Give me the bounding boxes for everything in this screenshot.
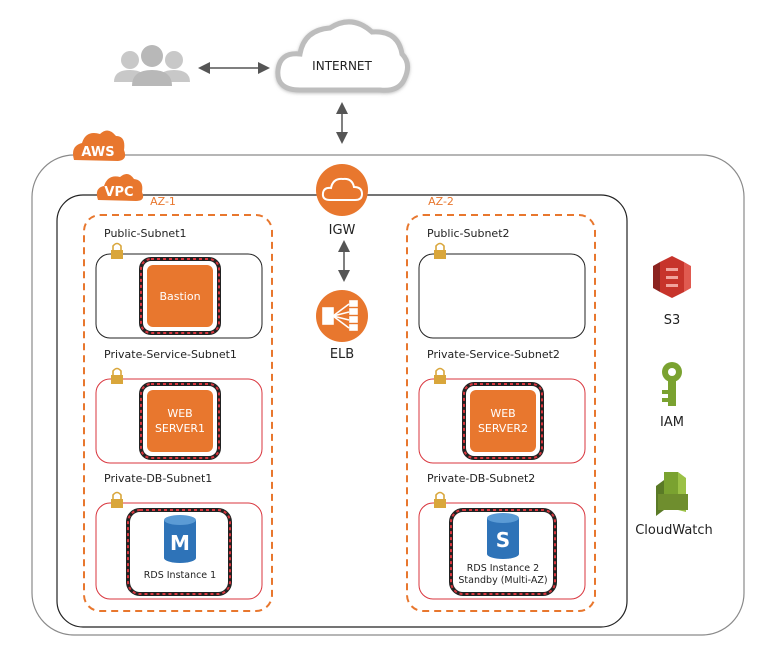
- web-server2-line1: WEB: [490, 407, 515, 420]
- az2-public-subnet: [418, 253, 586, 339]
- lock-icon: [111, 367, 123, 384]
- s3-icon: [653, 256, 691, 298]
- lock-icon: [111, 491, 123, 508]
- az1-public-subnet-label: Public-Subnet1: [104, 227, 187, 240]
- elb-label: ELB: [330, 347, 354, 362]
- az2-public-subnet-label: Public-Subnet2: [427, 227, 510, 240]
- aws-label: AWS: [81, 145, 114, 160]
- az1-service-subnet: [95, 378, 263, 464]
- az1-label: AZ-1: [150, 195, 176, 208]
- users-icon: [114, 45, 190, 86]
- az2-service-subnet-label: Private-Service-Subnet2: [427, 348, 560, 361]
- az1-public-subnet: [95, 253, 263, 339]
- web-server1-line2: SERVER1: [155, 422, 205, 435]
- rds-standby-icon: S: [487, 513, 519, 559]
- cloudwatch-icon: [656, 472, 688, 516]
- rds-instance2-line1: RDS Instance 2: [467, 563, 539, 574]
- elb-glyph: [322, 300, 358, 331]
- az2-service-subnet: [418, 378, 586, 464]
- az2-db-subnet: [418, 502, 586, 600]
- az1-db-subnet-label: Private-DB-Subnet1: [104, 472, 212, 485]
- internet-cloud: [275, 19, 410, 93]
- bastion-label: Bastion: [159, 290, 200, 303]
- rds-instance2-line2: Standby (Multi-AZ): [458, 575, 547, 586]
- rds-master-icon: M: [164, 515, 196, 563]
- rds2-frame-dash: [450, 509, 556, 595]
- rds-standby-glyph: S: [496, 528, 510, 552]
- rds1-frame-dash: [127, 509, 231, 595]
- aws-badge: AWS: [73, 130, 126, 161]
- rds-instance1-label: RDS Instance 1: [144, 570, 216, 581]
- web2-frame: [462, 382, 544, 460]
- internet-label: INTERNET: [312, 59, 372, 73]
- rds-master-glyph: M: [170, 531, 190, 555]
- az2-label: AZ-2: [428, 195, 454, 208]
- az1-boundary: [83, 214, 273, 612]
- cloudwatch-label: CloudWatch: [635, 523, 713, 538]
- s3-label: S3: [664, 313, 681, 328]
- az2-db-subnet-label: Private-DB-Subnet2: [427, 472, 535, 485]
- vpc-label: VPC: [104, 185, 133, 200]
- aws-boundary: [31, 154, 745, 636]
- az1-db-subnet: [95, 502, 263, 600]
- web-server2-line2: SERVER2: [478, 422, 528, 435]
- az2-boundary: [406, 214, 596, 612]
- web-server1-instance: [147, 390, 213, 452]
- web1-frame: [139, 382, 221, 460]
- az1-service-subnet-label: Private-Service-Subnet1: [104, 348, 237, 361]
- lock-icon: [111, 242, 123, 259]
- iam-key-icon: [662, 362, 682, 406]
- igw-label: IGW: [329, 223, 356, 238]
- igw-cloud-glyph: [321, 177, 364, 201]
- vpc-badge: VPC: [96, 173, 144, 201]
- web-server1-line1: WEB: [167, 407, 192, 420]
- lock-icon: [434, 242, 446, 259]
- web-server2-instance: [470, 390, 536, 452]
- iam-label: IAM: [660, 415, 684, 430]
- bastion-frame: [139, 257, 221, 335]
- bastion-instance: [147, 265, 213, 327]
- lock-icon: [434, 367, 446, 384]
- lock-icon: [434, 491, 446, 508]
- igw-icon: [316, 164, 368, 216]
